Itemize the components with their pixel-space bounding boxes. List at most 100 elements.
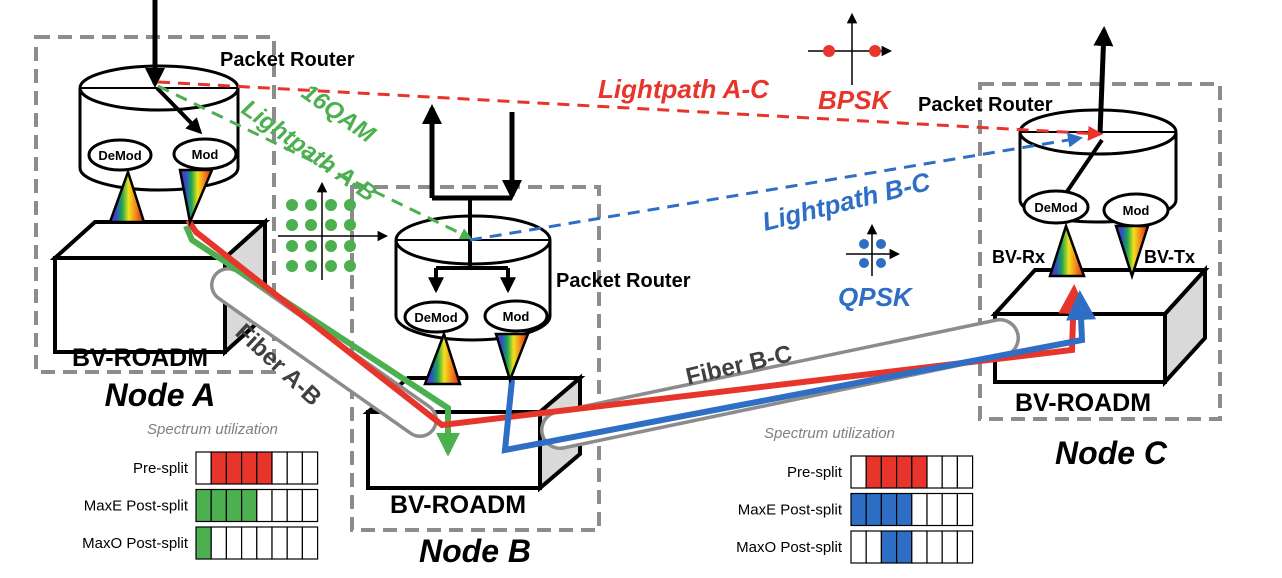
node-a-name: Node A (105, 377, 216, 413)
spectrum-right-row-label: MaxE Post-split (738, 502, 843, 519)
spectrum-left-slot-empty (241, 526, 258, 560)
spectrum-left-slot-empty (301, 526, 319, 560)
spectrum-left-row-label: MaxO Post-split (82, 535, 189, 552)
qpsk-label: QPSK (838, 282, 914, 312)
spectrum-right-slot-filled (850, 492, 867, 527)
spectrum-right-slot-filled (911, 455, 928, 489)
node-c-demod-label: DeMod (1034, 200, 1077, 215)
spectrum-right-slot-filled (880, 492, 898, 527)
spectrum-left-slot-empty (271, 488, 288, 523)
spectrum-right-slot-empty (926, 492, 943, 527)
spectrum-right-slot-empty (911, 492, 928, 527)
lightpath-ac-red-fiber (185, 218, 1089, 429)
lightpath-ac-dashed (157, 80, 1103, 141)
spectrum-right-slot-empty (911, 530, 928, 564)
spectrum-left-slot-empty (195, 451, 212, 485)
spectrum-left-slot-empty (210, 526, 227, 560)
spectrum-right-slot-filled (880, 455, 898, 489)
node-b-name: Node B (419, 533, 531, 569)
spectrum-right-slot-filled (865, 455, 883, 489)
spectrum-right-slot-empty (956, 455, 974, 489)
spectrum-left-slot-empty (286, 526, 304, 560)
node-b-roadm-box (362, 373, 586, 493)
spectrum-left-row-label: MaxE Post-split (84, 498, 189, 515)
spectrum-right-slot-empty (941, 492, 959, 527)
node-a-demod (87, 138, 153, 172)
qpsk-constellation (846, 223, 901, 276)
spectrum-right-slot-empty (850, 530, 867, 564)
node-a-demod-label: DeMod (98, 148, 141, 163)
node-c-router-label: Packet Router (918, 94, 1053, 116)
spectrum-left-title: Spectrum utilization (147, 421, 278, 438)
spectrum-left-slot-filled (195, 488, 212, 523)
node-c-roadm-label: BV-ROADM (1015, 389, 1151, 417)
node-b-mod (483, 299, 549, 333)
node-c-tx-label: BV-Tx (1144, 247, 1195, 267)
spectrum-left-slot-empty (271, 526, 288, 560)
spectrum-right-slot-filled (895, 455, 913, 489)
spectrum-left-slot-filled (241, 451, 258, 485)
spectrum-right-slot-filled (880, 530, 898, 564)
spectrum-right-slot-empty (941, 530, 959, 564)
spectrum-left-slot-empty (286, 488, 304, 523)
qam16-constellation (278, 181, 389, 280)
spectrum-right-slot-empty (941, 455, 959, 489)
spectrum-right-slot-empty (850, 455, 867, 489)
spectrum-right-slot-filled (895, 530, 913, 564)
node-b-boundary (350, 185, 601, 532)
spectrum-right-slot-empty (926, 455, 943, 489)
spectrum-left-slot-filled (210, 488, 227, 523)
node-a-roadm-label: BV-ROADM (72, 344, 208, 372)
node-a-tx-cone (178, 168, 214, 227)
spectrum-left-slot-empty (256, 488, 273, 523)
spectrum-right-slot-empty (956, 492, 974, 527)
spectrum-left-slot-filled (195, 526, 212, 560)
node-c-internal-line (1062, 138, 1104, 198)
lightpath-ab-dashed (157, 84, 473, 240)
spectrum-left-slot-filled (241, 488, 258, 523)
fiber-ab-tube (210, 267, 438, 438)
bpsk-label: BPSK (818, 85, 892, 115)
node-c-rx-label: BV-Rx (992, 247, 1045, 267)
node-a-internal-arrow (155, 86, 203, 135)
node-a-router-label: Packet Router (220, 49, 355, 71)
lightpath-ab-green-fiber (183, 224, 460, 457)
node-c-rx-cone (1048, 222, 1086, 278)
node-a-rx-cone (108, 168, 146, 224)
lightpath-bc-dashed (469, 132, 1083, 242)
node-b-tx-cone (494, 332, 530, 384)
spectrum-left-row-label: Pre-split (133, 460, 189, 477)
spectrum-left-slot-empty (271, 451, 288, 485)
node-c-output-arrow (1093, 26, 1114, 135)
node-b-rx-cone (423, 330, 462, 386)
spectrum-left-slot-empty (301, 451, 319, 485)
node-b-router-arrows (422, 104, 522, 294)
node-c-tx-cone (1114, 224, 1150, 281)
lightpath-ac-label: Lightpath A-C (598, 74, 770, 104)
spectrum-left-slot-empty (256, 526, 273, 560)
lightpath-bc-blue-fiber (501, 290, 1097, 454)
node-c-demod (1022, 189, 1090, 225)
spectrum-right-slot-filled (865, 492, 883, 527)
node-a-router (78, 64, 240, 192)
node-b-demod (403, 300, 469, 334)
spectrum-right-slot-empty (865, 530, 883, 564)
spectrum-right-row-label: Pre-split (787, 464, 843, 481)
spectrum-right-row-label: MaxO Post-split (736, 539, 843, 556)
spectrum-left-slot-empty (286, 451, 304, 485)
spectrum-right-title: Spectrum utilization (764, 425, 895, 442)
spectrum-left-slot-empty (225, 526, 243, 560)
node-b-mod-label: Mod (503, 309, 530, 324)
spectrum-left-slot-empty (301, 488, 319, 523)
spectrum-left-slot-filled (225, 451, 243, 485)
spectrum-left-slot-filled (256, 451, 273, 485)
spectrum-right-slot-empty (956, 530, 974, 564)
node-c-roadm-box (990, 264, 1210, 388)
node-c-mod-label: Mod (1123, 203, 1150, 218)
spectrum-right-slot-filled (895, 492, 913, 527)
node-b-roadm-label: BV-ROADM (390, 491, 526, 519)
node-a-mod-label: Mod (192, 147, 219, 162)
